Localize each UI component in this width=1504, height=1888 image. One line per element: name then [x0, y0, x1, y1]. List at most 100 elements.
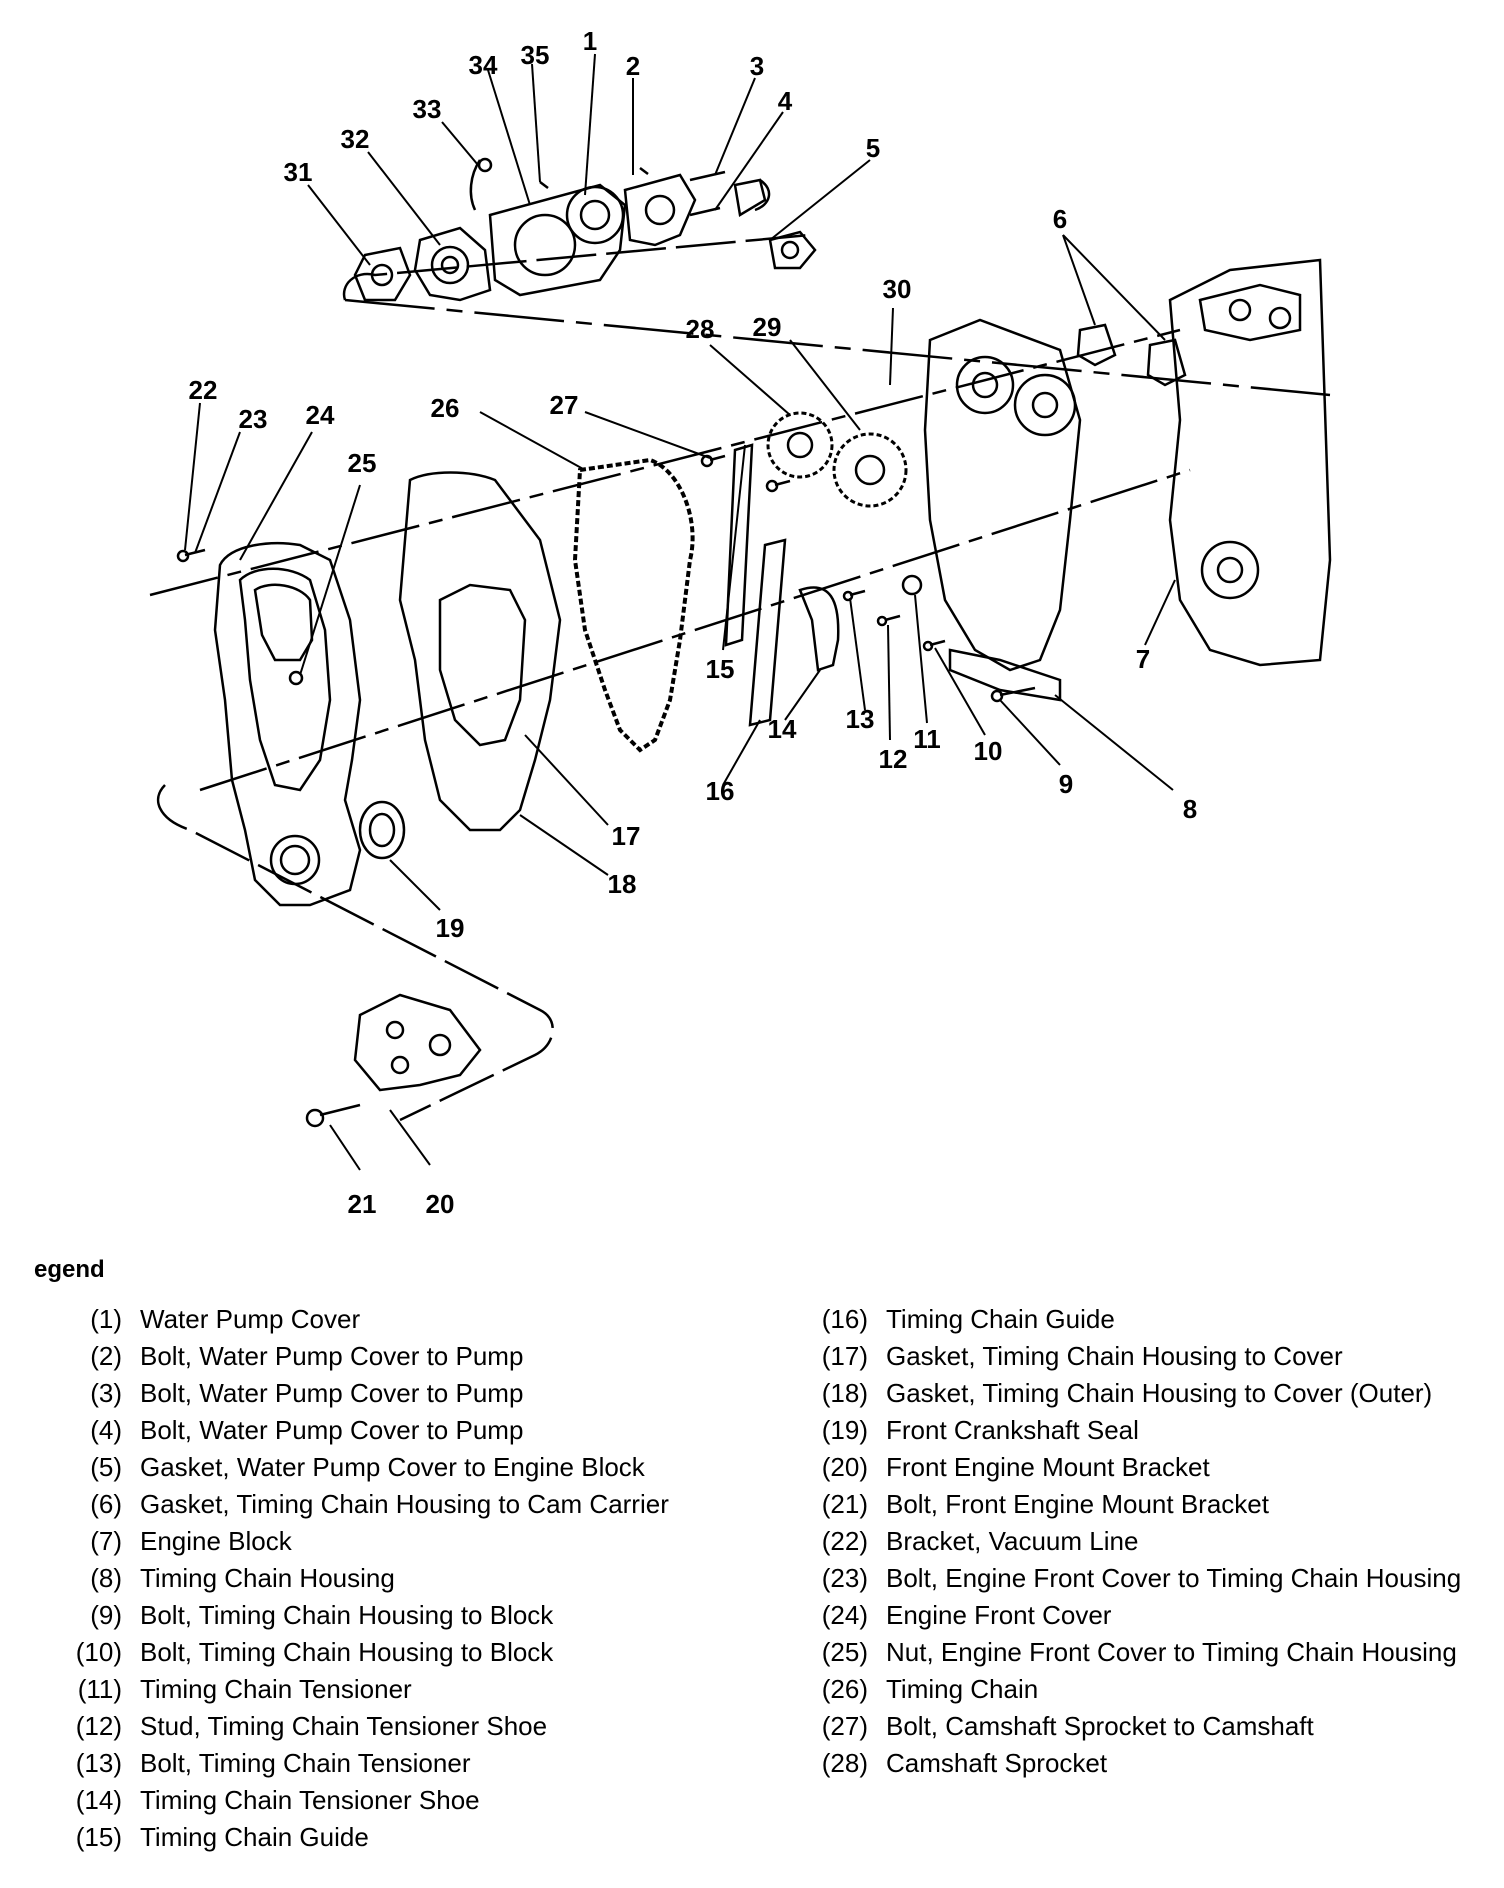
legend-item-number: (1) [90, 1304, 122, 1334]
legend-item-text: Bolt, Water Pump Cover to Pump [140, 1378, 524, 1408]
callout-21: 21 [348, 1189, 377, 1219]
legend-item-text: Bolt, Timing Chain Housing to Block [140, 1600, 554, 1630]
callout-11: 11 [913, 724, 941, 754]
legend-item-text: Timing Chain [886, 1674, 1039, 1704]
leader-lines [184, 53, 1176, 1171]
callout-9: 9 [1059, 769, 1073, 799]
legend-item-number: (11) [77, 1674, 122, 1704]
legend-item-number: (8) [90, 1563, 122, 1593]
legend-item: (26) Timing Chain [808, 1674, 1504, 1705]
legend-item-text: Timing Chain Guide [886, 1304, 1115, 1334]
callout-31: 31 [284, 157, 313, 187]
callout-6: 6 [1053, 204, 1067, 234]
legend-item-text: Timing Chain Tensioner Shoe [140, 1785, 480, 1815]
legend-item: (25) Nut, Engine Front Cover to Timing Ch… [808, 1637, 1504, 1668]
legend-item-text: Nut, Engine Front Cover to Timing Chain … [886, 1637, 1457, 1667]
legend-item-number: (6) [90, 1489, 122, 1519]
timing-chain-housing [923, 318, 1082, 702]
callout-5: 5 [866, 133, 880, 163]
front-crankshaft-seal [358, 800, 406, 860]
callout-12: 12 [879, 744, 908, 774]
legend-item: (20) Front Engine Mount Bracket [808, 1452, 1504, 1483]
legend-item-text: Bracket, Vacuum Line [886, 1526, 1139, 1556]
legend-item: (21) Bolt, Front Engine Mount Bracket [808, 1489, 1504, 1520]
legend-item-number: (18) [821, 1378, 868, 1408]
legend-item-text: Gasket, Timing Chain Housing to Cover [886, 1341, 1343, 1371]
diagram-linework [149, 53, 1332, 1171]
legend-item-text: Bolt, Engine Front Cover to Timing Chain… [886, 1563, 1462, 1593]
legend-item-number: (3) [90, 1378, 122, 1408]
legend-item-text: Engine Block [140, 1526, 292, 1556]
legend-item-text: Front Engine Mount Bracket [886, 1452, 1210, 1482]
cam-carrier-gaskets [1076, 323, 1187, 387]
legend-item: (5)Gasket, Water Pump Cover to Engine Bl… [62, 1452, 782, 1483]
legend-item-text: Timing Chain Guide [140, 1822, 369, 1852]
legend-item: (28)Camshaft Sprocket [808, 1748, 1504, 1779]
legend-item-text: Stud, Timing Chain Tensioner Shoe [140, 1711, 548, 1741]
legend-item-text: Water Pump Cover [140, 1304, 361, 1334]
front-engine-mount-bracket [305, 993, 482, 1128]
callout-3: 3 [750, 51, 764, 81]
legend-item: (22)Bracket, Vacuum Line [808, 1526, 1504, 1557]
legend-item-text: Timing Chain Housing [140, 1563, 395, 1593]
callout-numbers: 1 2 3 4 5 6 7 8 9 10 11 12 13 14 15 16 1… [189, 26, 1198, 1219]
callout-1: 1 [583, 26, 597, 56]
callout-25: 25 [348, 448, 377, 478]
legend-item-text: Bolt, Timing Chain Tensioner [140, 1748, 471, 1778]
callout-8: 8 [1183, 794, 1197, 824]
callout-4: 4 [778, 86, 793, 116]
legend-item-number: (24) [821, 1600, 868, 1630]
water-pump-assembly [353, 157, 817, 302]
legend-item-text: Gasket, Timing Chain Housing to Cover (O… [886, 1378, 1433, 1408]
legend-item-number: (26) [821, 1674, 868, 1704]
timing-chain [572, 457, 695, 753]
callout-29: 29 [753, 312, 782, 342]
legend-item-text: Bolt, Front Engine Mount Bracket [886, 1489, 1269, 1519]
callout-26: 26 [431, 393, 460, 423]
callout-33: 33 [413, 94, 442, 124]
legend-item: (3) Bolt, Water Pump Cover to Pump [62, 1378, 782, 1409]
legend-item-number: (20) [821, 1452, 868, 1482]
legend-item-number: (16) [821, 1304, 868, 1334]
camshaft-sprockets [766, 411, 908, 508]
legend-item-number: (23) [821, 1563, 868, 1593]
legend-title: egend [34, 1256, 105, 1283]
legend-column-right: (16) Timing Chain Guide (17) Gasket, Timing… [808, 1304, 1504, 1785]
legend-item-number: (17) [821, 1341, 868, 1371]
legend-item: (1) Water Pump Cover [62, 1304, 782, 1335]
legend-item: (6)Gasket, Timing Chain Housing to Cam C… [62, 1489, 782, 1520]
callout-19: 19 [436, 913, 465, 943]
legend-item: (24)Engine Front Cover [808, 1600, 1504, 1631]
legend-item: (16) Timing Chain Guide [808, 1304, 1504, 1335]
legend-item: (12)Stud, Timing Chain Tensioner Shoe [62, 1711, 782, 1742]
legend-item-number: (15) [75, 1822, 122, 1852]
exploded-engine-diagram: 1 2 3 4 5 6 7 8 9 10 11 12 13 14 15 16 1… [149, 26, 1332, 1219]
callout-30: 30 [883, 274, 912, 304]
callout-15: 15 [706, 654, 735, 684]
callout-13: 13 [846, 704, 875, 734]
legend-item-text: Bolt, Water Pump Cover to Pump [140, 1415, 524, 1445]
legend-item-number: (5) [90, 1452, 122, 1482]
callout-24: 24 [306, 400, 335, 430]
callout-18: 18 [608, 869, 637, 899]
legend-item-number: (19) [821, 1415, 868, 1445]
legend-item-number: (10) [75, 1637, 122, 1667]
chain-guides [724, 443, 840, 727]
callout-28: 28 [686, 314, 715, 344]
callout-14: 14 [768, 714, 797, 744]
legend-item: (18) Gasket, Timing Chain Housing to Cove… [808, 1378, 1504, 1409]
legend-item-number: (21) [821, 1489, 868, 1519]
callout-20: 20 [426, 1189, 455, 1219]
legend-item: (10)Bolt, Timing Chain Housing to Block [62, 1637, 782, 1668]
callout-35: 35 [521, 40, 550, 70]
callout-34: 34 [469, 50, 498, 80]
engine-block [1168, 258, 1332, 667]
callout-2: 2 [626, 51, 640, 81]
legend-item-number: (7) [90, 1526, 122, 1556]
legend-item: (11)Timing Chain Tensioner [62, 1674, 782, 1705]
legend-item: (8) Timing Chain Housing [62, 1563, 782, 1594]
legend-item-number: (9) [90, 1600, 122, 1630]
callout-16: 16 [706, 776, 735, 806]
engine-front-cover [213, 541, 362, 907]
legend-item-number: (25) [821, 1637, 868, 1667]
